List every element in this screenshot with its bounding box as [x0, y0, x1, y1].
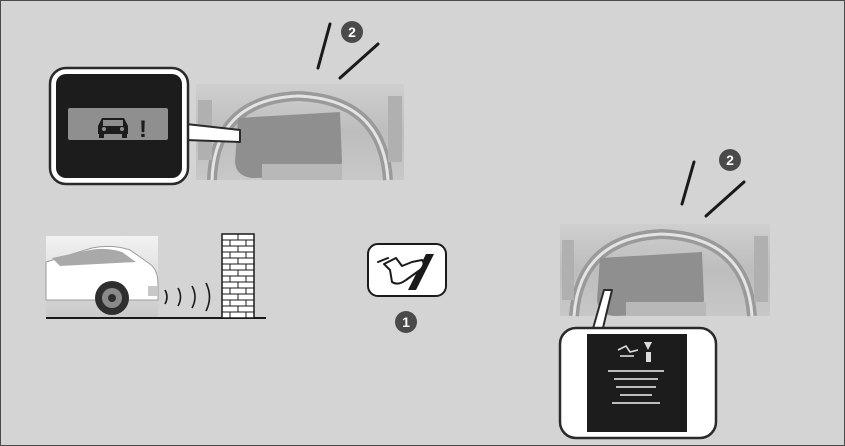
callout-2-right: 2	[719, 149, 741, 171]
callout-2-top-label: 2	[348, 24, 356, 40]
brick-wall	[222, 234, 254, 318]
dashboard-right	[560, 224, 770, 316]
collision-warning-message-icon	[587, 334, 687, 432]
foot-on-brake-pedal-icon	[368, 244, 446, 296]
callout-1-label: 1	[402, 314, 410, 330]
chime-lines-right	[682, 162, 744, 216]
exclamation-mark: !	[139, 116, 147, 143]
callout-2-top: 2	[341, 21, 363, 43]
callout-2-right-label: 2	[726, 152, 734, 168]
callout-1: 1	[395, 311, 417, 333]
